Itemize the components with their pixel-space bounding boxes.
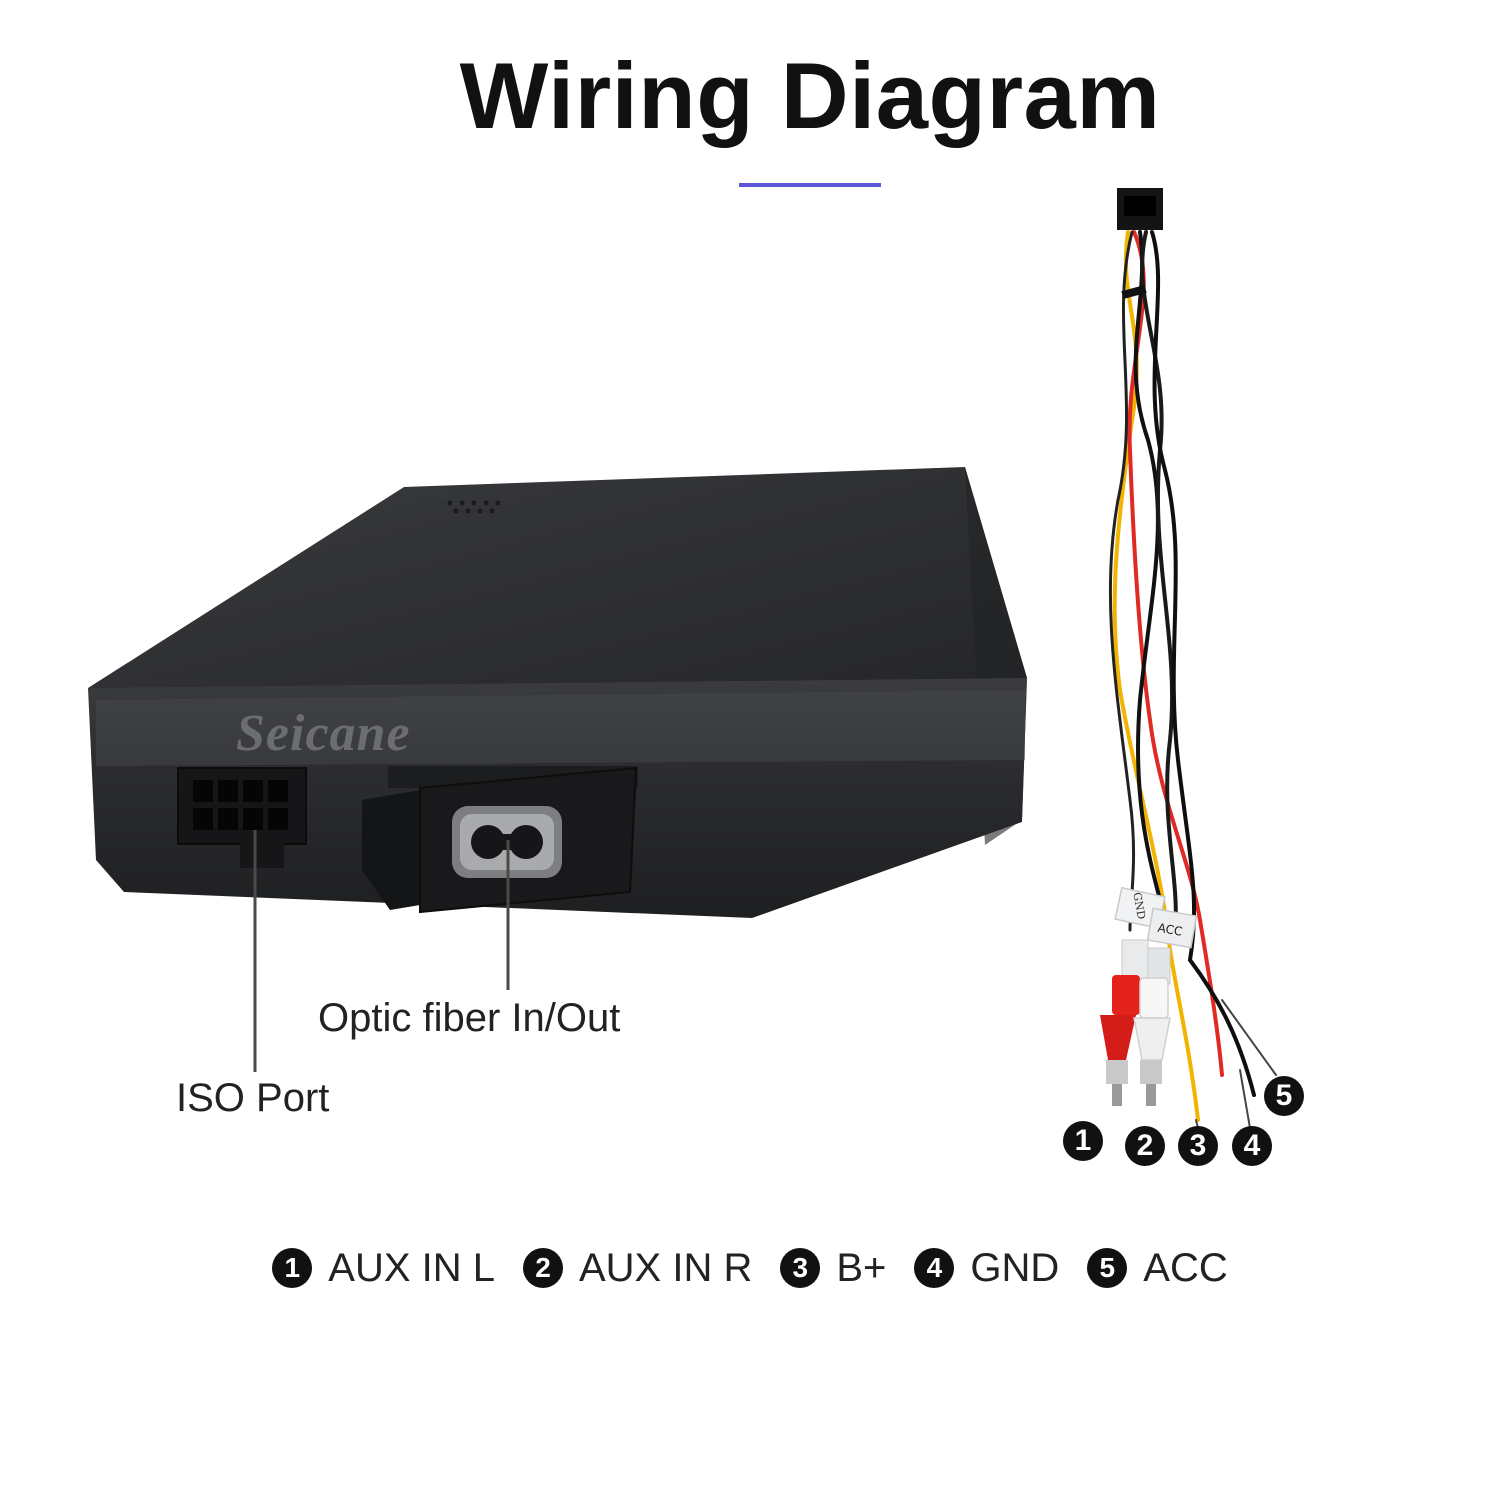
legend-item-acc: 5 ACC bbox=[1087, 1245, 1228, 1291]
svg-text:GND: GND bbox=[1130, 891, 1148, 920]
rca-plug-red bbox=[1100, 975, 1140, 1106]
rca-plug-white bbox=[1133, 977, 1171, 1106]
diagram-title: Wiring Diagram bbox=[459, 43, 1161, 148]
iso-port bbox=[177, 767, 307, 868]
legend-number: 4 bbox=[914, 1248, 955, 1288]
wire-black-3 bbox=[1150, 230, 1256, 1097]
legend-label: ACC bbox=[1143, 1245, 1228, 1290]
box-vent-dots bbox=[447, 500, 501, 514]
legend-item-aux-in-r: 2 AUX IN R bbox=[522, 1245, 753, 1291]
wire-black-4 bbox=[1108, 230, 1136, 932]
legend-number: 5 bbox=[1087, 1248, 1128, 1288]
wire-harness: GND ACC bbox=[1100, 188, 1277, 1129]
brand-logo: Seicane bbox=[236, 705, 411, 762]
box-top-face bbox=[88, 467, 1027, 705]
legend-label: AUX IN R bbox=[578, 1245, 753, 1290]
iso-port-callout: ISO Port bbox=[176, 1076, 330, 1120]
legend-item-aux-in-l: 1 AUX IN L bbox=[272, 1246, 495, 1291]
legend-number: 3 bbox=[780, 1248, 821, 1288]
legend-item-b-plus: 3 B+ bbox=[780, 1246, 886, 1291]
legend-item-gnd: 4 GND bbox=[914, 1246, 1059, 1291]
wire-black-1 bbox=[1133, 230, 1162, 902]
wire-black-2 bbox=[1140, 230, 1178, 932]
optic-fiber-callout: Optic fiber In/Out bbox=[318, 996, 621, 1040]
legend-label: B+ bbox=[836, 1245, 887, 1290]
legend-label: GND bbox=[970, 1245, 1060, 1290]
harness-tag-acc: ACC bbox=[1146, 907, 1198, 949]
wire-legend: 1 AUX IN L 2 AUX IN R 3 B+ 4 GND 5 ACC bbox=[0, 1240, 1500, 1296]
harness-number-3: 3 bbox=[1178, 1126, 1218, 1166]
optic-fiber-port bbox=[362, 766, 638, 914]
title-underline bbox=[739, 183, 881, 187]
aux-box-device: Seicane bbox=[88, 467, 1027, 918]
harness-number-4: 4 bbox=[1232, 1126, 1272, 1166]
legend-number: 2 bbox=[522, 1248, 563, 1288]
harness-number-1: 1 bbox=[1063, 1121, 1103, 1161]
harness-number-5: 5 bbox=[1264, 1076, 1304, 1116]
legend-number: 1 bbox=[272, 1248, 313, 1288]
box-front-band bbox=[96, 690, 1025, 766]
svg-text:ACC: ACC bbox=[1157, 921, 1184, 939]
harness-number-2: 2 bbox=[1125, 1126, 1165, 1166]
legend-label: AUX IN L bbox=[328, 1245, 495, 1290]
